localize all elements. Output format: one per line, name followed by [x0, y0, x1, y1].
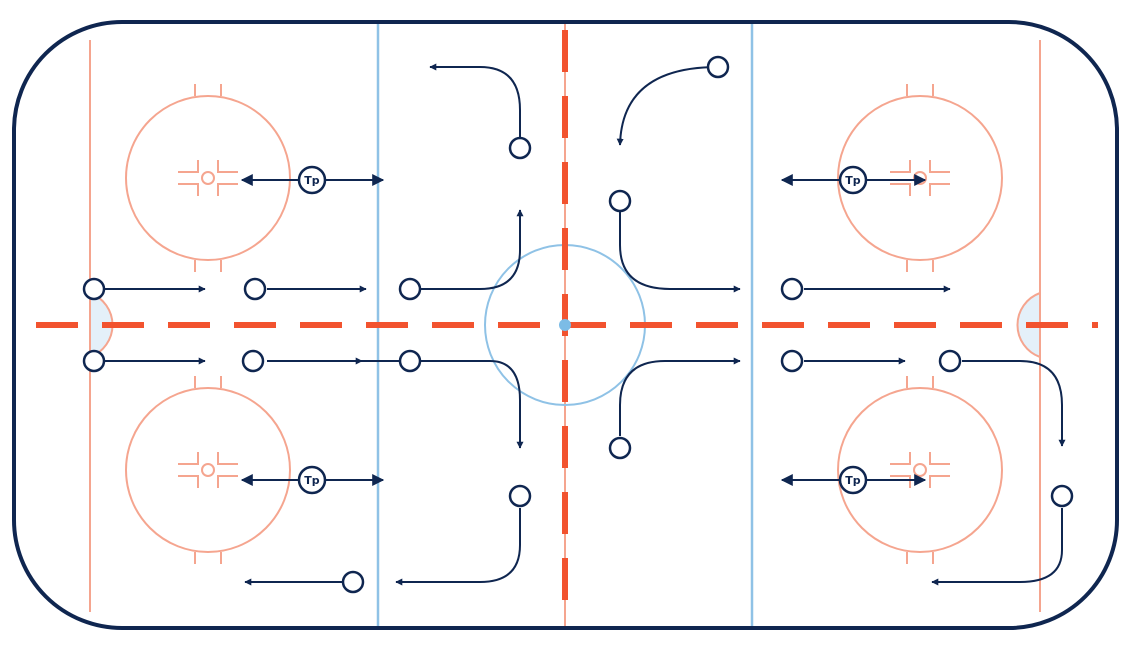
tp-player-top-left: Tp: [297, 165, 327, 195]
player-circle-icon: [82, 277, 106, 301]
player-circle-icon: [938, 349, 962, 373]
player-circle-icon: [780, 349, 804, 373]
tp-player-top-right: Tp: [838, 165, 868, 195]
player-circle-icon: [243, 277, 267, 301]
faceoff-circle-bottom-left: [125, 376, 291, 564]
player-circle-icon: [508, 136, 532, 160]
player-circle-icon: [398, 349, 422, 373]
player-circle-icon: [508, 484, 532, 508]
player-circle-icon: [780, 277, 804, 301]
tp-player-bottom-right: Tp: [838, 465, 868, 495]
movement-arrows: [104, 63, 1066, 586]
player-circle-icon: [341, 570, 365, 594]
player-circle-icon: [608, 436, 632, 460]
tp-label: Tp: [304, 474, 320, 487]
player-circle-icon: [241, 349, 265, 373]
player-circle-icon: [398, 277, 422, 301]
player-circle-icon: [82, 349, 106, 373]
players: [82, 55, 1074, 594]
player-circle-icon: [706, 55, 730, 79]
tp-label: Tp: [304, 174, 320, 187]
tp-label: Tp: [845, 174, 861, 187]
center-faceoff-dot: [559, 319, 571, 331]
player-circle-icon: [1050, 484, 1074, 508]
tp-player-bottom-left: Tp: [297, 465, 327, 495]
tp-label: Tp: [845, 474, 861, 487]
player-circle-icon: [608, 189, 632, 213]
